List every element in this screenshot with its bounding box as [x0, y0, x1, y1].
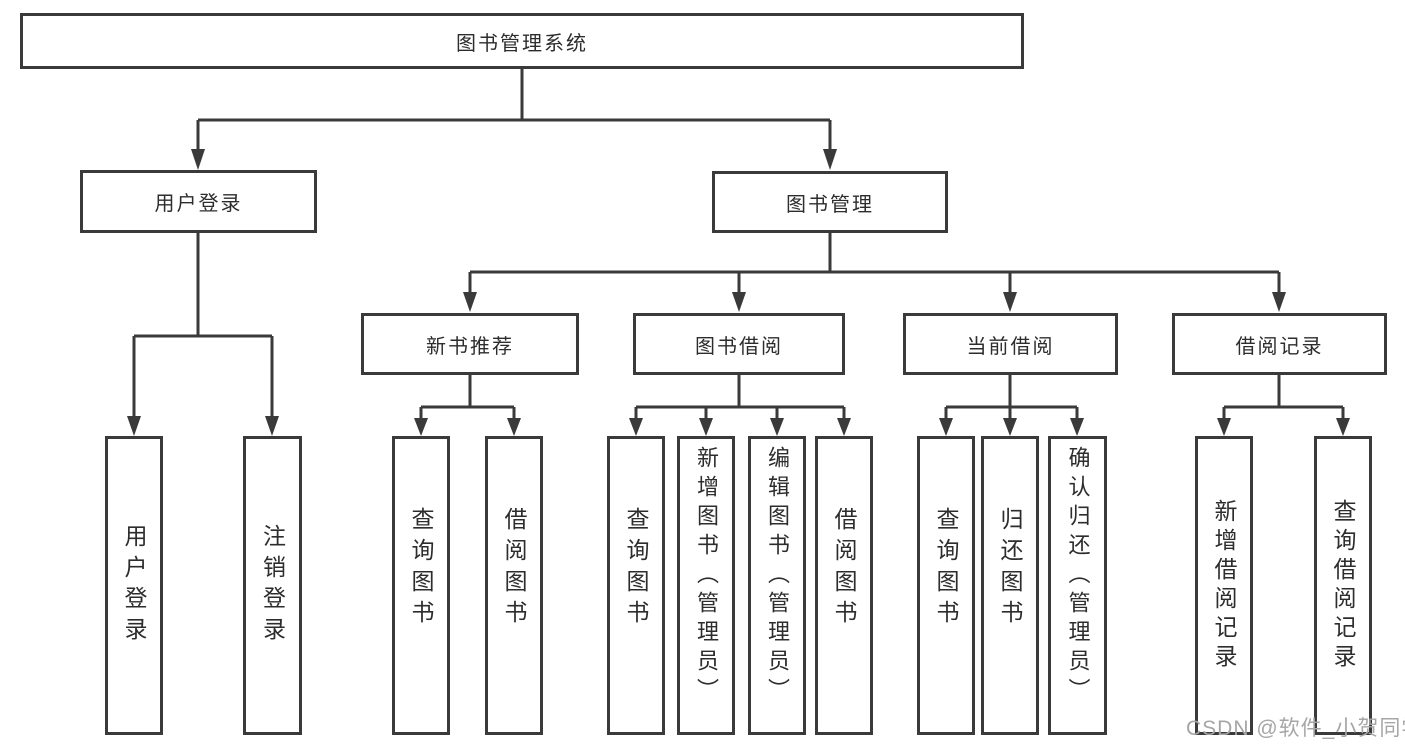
arrowhead	[699, 418, 713, 436]
connector-line	[419, 375, 516, 421]
connector-root	[191, 69, 837, 170]
leaf-add-books-admin: 新增图书（管理员）	[677, 436, 735, 735]
node-current-borrowing: 当前借阅	[903, 313, 1118, 375]
connector-book-management	[463, 233, 1286, 312]
arrowhead	[1217, 418, 1231, 436]
arrowhead	[191, 149, 205, 170]
connector-line	[634, 375, 846, 421]
arrowhead	[127, 416, 141, 436]
node-user-login: 用户登录	[80, 170, 317, 233]
node-borrowing-records: 借阅记录	[1172, 313, 1387, 375]
leaf-query-books-borrow: 查询图书	[607, 436, 665, 735]
arrowhead	[732, 292, 746, 312]
arrowhead	[1003, 292, 1017, 312]
leaf-return-books: 归还图书	[981, 436, 1039, 735]
connector-line	[468, 233, 1281, 295]
connector-line	[944, 375, 1079, 421]
connector-user-login	[127, 233, 279, 436]
connector-borrowing-records	[1217, 375, 1350, 436]
connector-new-book-recommendation	[414, 375, 521, 436]
leaf-logout: 注销登录	[243, 436, 302, 735]
leaf-edit-books-admin: 编辑图书（管理员）	[748, 436, 806, 735]
node-book-management: 图书管理	[712, 171, 948, 233]
arrowhead	[1336, 418, 1350, 436]
arrowhead	[823, 149, 837, 170]
arrowhead	[265, 416, 279, 436]
leaf-query-books-current: 查询图书	[917, 436, 975, 735]
connector-current-borrowing	[939, 375, 1084, 436]
arrowhead	[1272, 292, 1286, 312]
watermark: CSDN @软件_小贺同学	[1186, 717, 1405, 740]
leaf-add-borrow-record: 新增借阅记录	[1195, 436, 1253, 735]
arrowhead	[837, 418, 851, 436]
connector-line	[196, 69, 832, 151]
arrowhead	[939, 418, 953, 436]
leaf-borrow-books: 借阅图书	[815, 436, 873, 735]
node-new-book-recommendation: 新书推荐	[361, 313, 579, 375]
node-root: 图书管理系统	[20, 13, 1024, 69]
arrowhead	[414, 418, 428, 436]
arrowhead	[1070, 418, 1084, 436]
arrowhead	[629, 418, 643, 436]
arrowhead	[463, 292, 477, 312]
arrowhead	[1003, 418, 1017, 436]
leaf-user-login: 用户登录	[105, 436, 163, 735]
arrowhead	[770, 418, 784, 436]
connector-line	[1222, 375, 1345, 421]
leaf-borrow-books-recommend: 借阅图书	[485, 436, 543, 735]
node-book-borrowing: 图书借阅	[633, 313, 845, 375]
leaf-confirm-return-admin: 确认归还（管理员）	[1048, 436, 1107, 735]
arrowhead	[507, 418, 521, 436]
leaf-query-borrow-record: 查询借阅记录	[1314, 436, 1372, 735]
connector-line	[132, 233, 274, 419]
leaf-query-books-recommend: 查询图书	[392, 436, 450, 735]
connector-book-borrowing	[629, 375, 851, 436]
